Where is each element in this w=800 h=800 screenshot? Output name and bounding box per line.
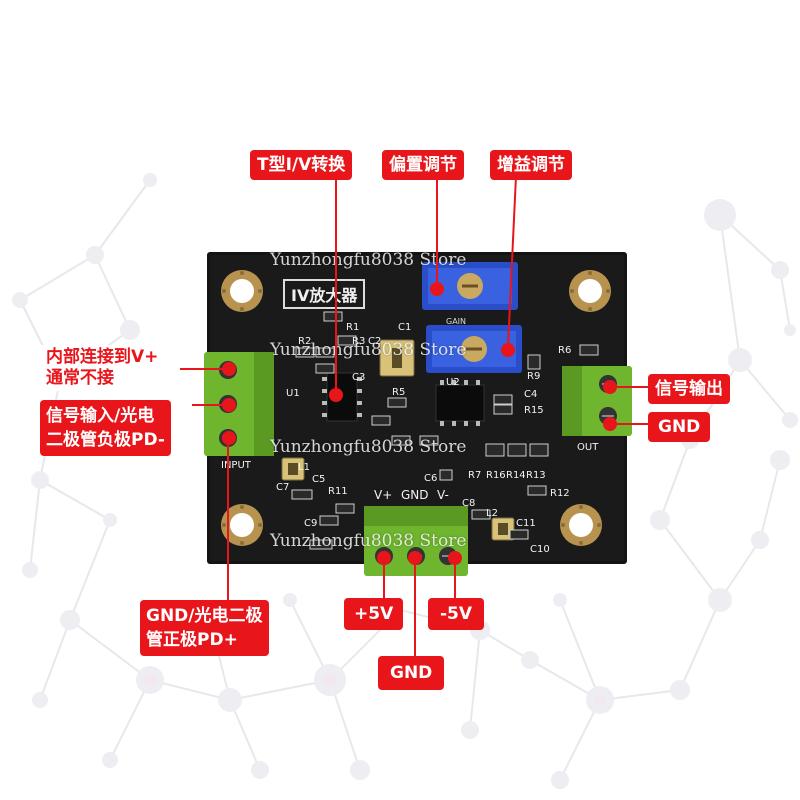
board-pin-vplus: V+ (374, 488, 393, 502)
ref-r3: R3 (352, 336, 366, 347)
ref-r11: R11 (328, 486, 348, 497)
ref-r14: R14 (506, 470, 526, 481)
output-terminal-block (562, 366, 632, 436)
ref-r13: R13 (526, 470, 546, 481)
ref-r9: R9 (527, 371, 541, 382)
ref-c6: C6 (424, 473, 438, 484)
ref-l2: L2 (486, 508, 498, 519)
board-out-label: OUT (577, 442, 599, 453)
ref-r16: R16 (486, 470, 506, 481)
ref-u1: U1 (286, 388, 300, 399)
ref-c4: C4 (524, 389, 538, 400)
label-offset-adjust: 偏置调节 (382, 150, 464, 180)
watermark-4: Yunzhongfu8038 Store (270, 531, 467, 551)
board-pin-gnd: GND (401, 488, 429, 502)
ref-l1: L1 (298, 462, 310, 473)
label-minus-5v: -5V (428, 598, 485, 630)
gain-potentiometer (426, 325, 522, 373)
label-tiv-conversion: T型I/V转换 (250, 150, 353, 180)
ref-c2: C2 (368, 336, 382, 347)
ref-r15: R15 (524, 405, 544, 416)
ref-r7: R7 (468, 470, 482, 481)
board-input-label: INPUT (221, 460, 251, 471)
label-gnd-pd-plus-line2: 管正极PD+ (146, 630, 238, 650)
ref-r5: R5 (392, 387, 406, 398)
ref-c7: C7 (276, 482, 290, 493)
ref-r12: R12 (550, 488, 570, 499)
board-gain-text: GAIN (446, 317, 467, 326)
label-gain-adjust: 增益调节 (490, 150, 572, 180)
ref-c5: C5 (312, 474, 326, 485)
ref-c8: C8 (462, 498, 476, 509)
ref-c9: C9 (304, 518, 318, 529)
ref-r2: R2 (298, 336, 312, 347)
label-signal-input-line2: 二极管负极PD- (46, 430, 165, 450)
ref-r1: R1 (346, 322, 360, 333)
watermark-2: Yunzhongfu8038 Store (270, 340, 467, 360)
ref-u2: U2 (446, 377, 460, 388)
ref-c10: C10 (530, 544, 550, 555)
watermark-1: Yunzhongfu8038 Store (270, 250, 467, 270)
ref-c3: C3 (352, 372, 366, 383)
label-gnd-output: GND (648, 412, 711, 442)
ref-c1: C1 (398, 322, 412, 333)
label-signal-input-line1: 信号输入/光电 (46, 406, 155, 426)
board-title: IV放大器 (283, 279, 366, 309)
label-internal-vplus-line2: 通常不接 (46, 368, 114, 388)
label-signal-input: 信号输入/光电 二极管负极PD- (40, 400, 171, 456)
label-signal-output: 信号输出 (648, 374, 730, 404)
label-gnd-pd-plus-line1: GND/光电二极 (146, 606, 263, 626)
board-pin-vminus: V- (437, 488, 449, 502)
offset-potentiometer (422, 262, 518, 310)
mounting-holes (221, 270, 611, 546)
ref-c11: C11 (516, 518, 536, 529)
label-plus-5v: +5V (344, 598, 404, 630)
ref-r6: R6 (558, 345, 572, 356)
label-internal-vplus: 内部连接到V+ 通常不接 (40, 345, 165, 391)
input-terminal-block (204, 352, 274, 456)
label-internal-vplus-line1: 内部连接到V+ (46, 347, 159, 367)
label-gnd-pd-plus: GND/光电二极 管正极PD+ (140, 600, 269, 656)
label-gnd-power: GND (378, 656, 445, 690)
watermark-3: Yunzhongfu8038 Store (270, 437, 467, 457)
